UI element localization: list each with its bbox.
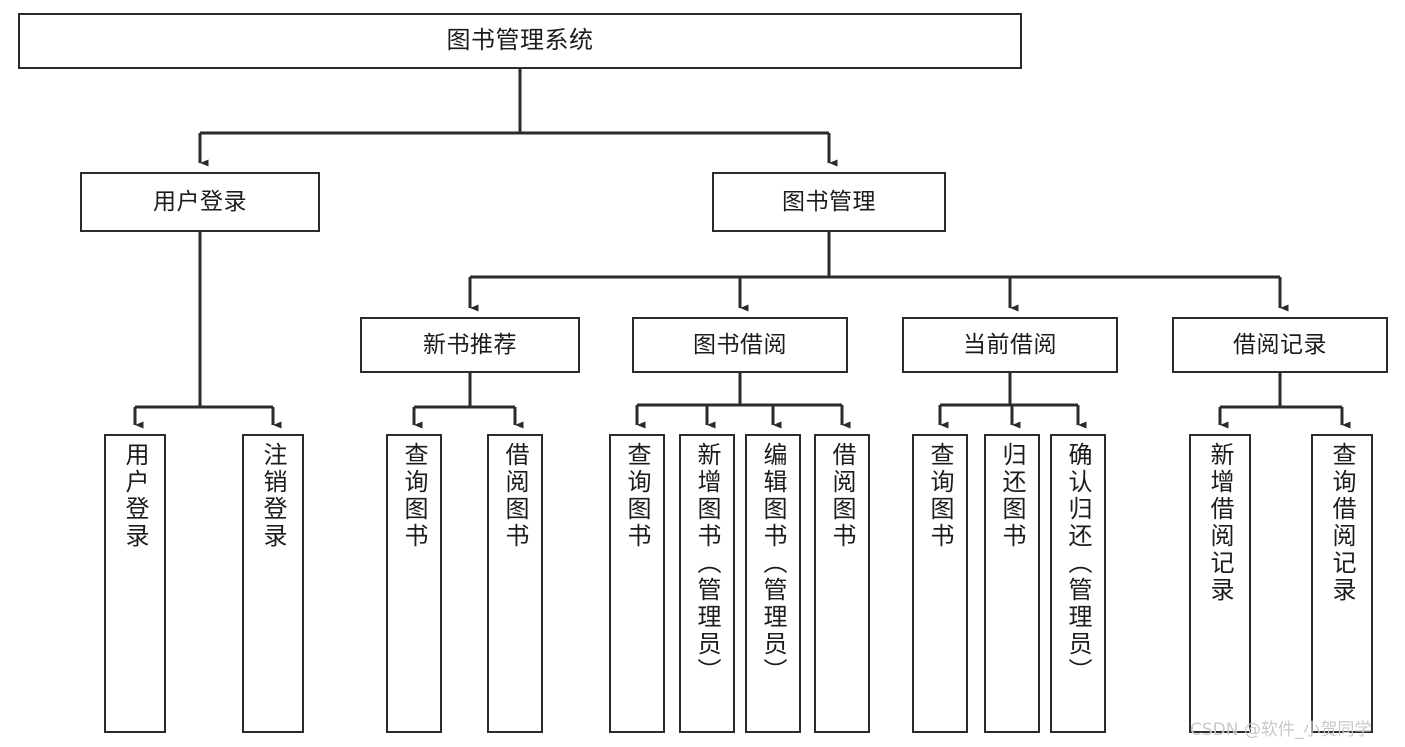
node-leaf-add-record[interactable]: 新增借阅记录 [1189,434,1251,733]
node-leaf-user-login[interactable]: 用户登录 [104,434,166,733]
csdn-watermark: CSDN @软件_小贺同学 [1190,720,1372,740]
node-leaf-query-book-2-label: 查询图书 [623,442,651,550]
node-leaf-logout[interactable]: 注销登录 [242,434,304,733]
node-leaf-add-record-label: 新增借阅记录 [1206,442,1234,604]
node-current-borrow-label: 当前借阅 [963,331,1057,358]
node-user-login-label: 用户登录 [153,188,247,215]
node-leaf-borrow-book-2[interactable]: 借阅图书 [814,434,870,733]
node-leaf-query-book-2[interactable]: 查询图书 [609,434,665,733]
node-book-manage-label: 图书管理 [782,188,876,215]
node-leaf-borrow-book-1[interactable]: 借阅图书 [487,434,543,733]
node-leaf-borrow-book-1-label: 借阅图书 [501,442,529,550]
node-user-login[interactable]: 用户登录 [80,172,320,232]
node-root[interactable]: 图书管理系统 [18,13,1022,69]
node-leaf-query-record[interactable]: 查询借阅记录 [1311,434,1373,733]
node-leaf-confirm-return[interactable]: 确认归还（管理员） [1050,434,1106,733]
node-leaf-query-book-3-label: 查询图书 [926,442,954,550]
node-borrow-record-label: 借阅记录 [1233,331,1327,358]
node-leaf-edit-book-label: 编辑图书（管理员） [759,442,787,685]
node-book-manage[interactable]: 图书管理 [712,172,946,232]
node-current-borrow[interactable]: 当前借阅 [902,317,1118,373]
node-new-book-recommend-label: 新书推荐 [423,331,517,358]
node-leaf-return-book-label: 归还图书 [998,442,1026,550]
node-leaf-logout-label: 注销登录 [259,442,287,550]
node-root-label: 图书管理系统 [446,26,594,55]
node-book-borrow[interactable]: 图书借阅 [632,317,848,373]
node-borrow-record[interactable]: 借阅记录 [1172,317,1388,373]
node-leaf-confirm-return-label: 确认归还（管理员） [1064,442,1092,685]
node-leaf-add-book-label: 新增图书（管理员） [693,442,721,685]
node-leaf-edit-book[interactable]: 编辑图书（管理员） [745,434,801,733]
node-leaf-query-record-label: 查询借阅记录 [1328,442,1356,604]
node-leaf-user-login-label: 用户登录 [121,442,149,550]
node-leaf-query-book-1[interactable]: 查询图书 [386,434,442,733]
node-leaf-borrow-book-2-label: 借阅图书 [828,442,856,550]
node-leaf-query-book-1-label: 查询图书 [400,442,428,550]
node-leaf-query-book-3[interactable]: 查询图书 [912,434,968,733]
node-book-borrow-label: 图书借阅 [693,331,787,358]
node-leaf-return-book[interactable]: 归还图书 [984,434,1040,733]
node-leaf-add-book[interactable]: 新增图书（管理员） [679,434,735,733]
node-new-book-recommend[interactable]: 新书推荐 [360,317,580,373]
